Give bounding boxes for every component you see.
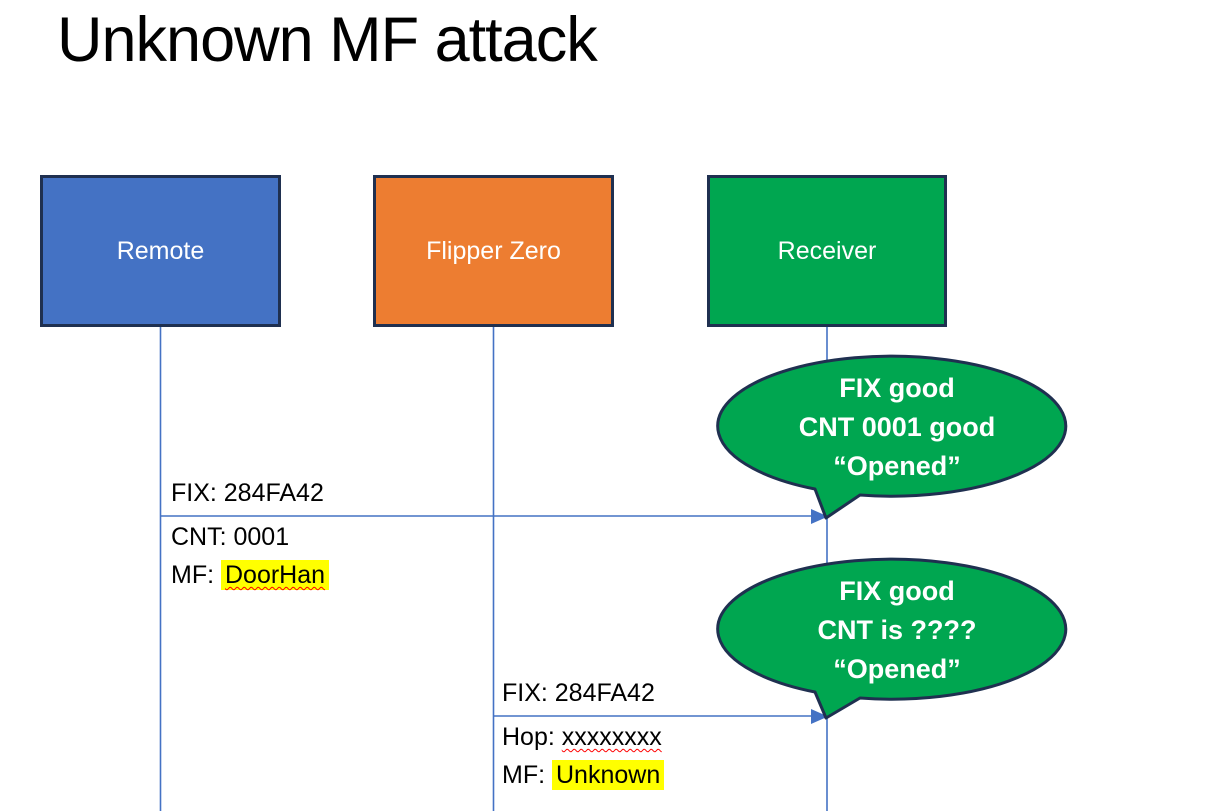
message-2-hop-prefix: Hop: <box>502 723 562 751</box>
callout-bubble-1 <box>716 354 1068 520</box>
callout-bubble-2 <box>716 557 1068 720</box>
actor-label-receiver: Receiver <box>777 236 877 265</box>
message-arrow-1-arrowhead-icon <box>811 509 828 524</box>
message-2-hop-value: xxxxxxxx <box>561 723 662 751</box>
message-1-cnt-label: CNT: 0001 <box>171 523 290 551</box>
message-2-hop-label: Hop: xxxxxxxx <box>502 721 662 753</box>
callout-2-text: FIX good CNT is ???? “Opened” <box>737 572 1057 689</box>
message-2-mf-label: MF: Unknown <box>502 759 665 791</box>
callout-2-line-1: FIX good <box>839 576 955 606</box>
actor-box-receiver: Receiver <box>707 175 947 327</box>
message-arrow-2-arrowhead-icon <box>811 709 828 724</box>
message-1-mf-value-highlighted: DoorHan <box>221 560 330 590</box>
actor-box-remote: Remote <box>40 175 281 327</box>
actor-label-remote: Remote <box>116 236 205 265</box>
message-2-mf-value-highlighted: Unknown <box>552 760 665 790</box>
callout-1-text: FIX good CNT 0001 good “Opened” <box>737 369 1057 486</box>
message-2-fix-label: FIX: 284FA42 <box>502 679 655 707</box>
page-title: Unknown MF attack <box>57 5 598 75</box>
callout-2-line-2: CNT is ???? <box>817 615 977 645</box>
callout-1-line-2: CNT 0001 good <box>798 412 996 442</box>
message-2-mf-prefix: MF: <box>502 761 552 789</box>
actor-label-flipper-zero: Flipper Zero <box>426 236 561 265</box>
message-1-mf-prefix: MF: <box>171 561 221 589</box>
message-1-fix-label: FIX: 284FA42 <box>171 479 324 507</box>
callout-1-line-3: “Opened” <box>833 451 961 481</box>
callout-1-line-1: FIX good <box>839 373 955 403</box>
actor-box-flipper-zero: Flipper Zero <box>373 175 614 327</box>
callout-2-line-3: “Opened” <box>833 654 961 684</box>
message-1-mf-label: MF: DoorHan <box>171 559 330 591</box>
